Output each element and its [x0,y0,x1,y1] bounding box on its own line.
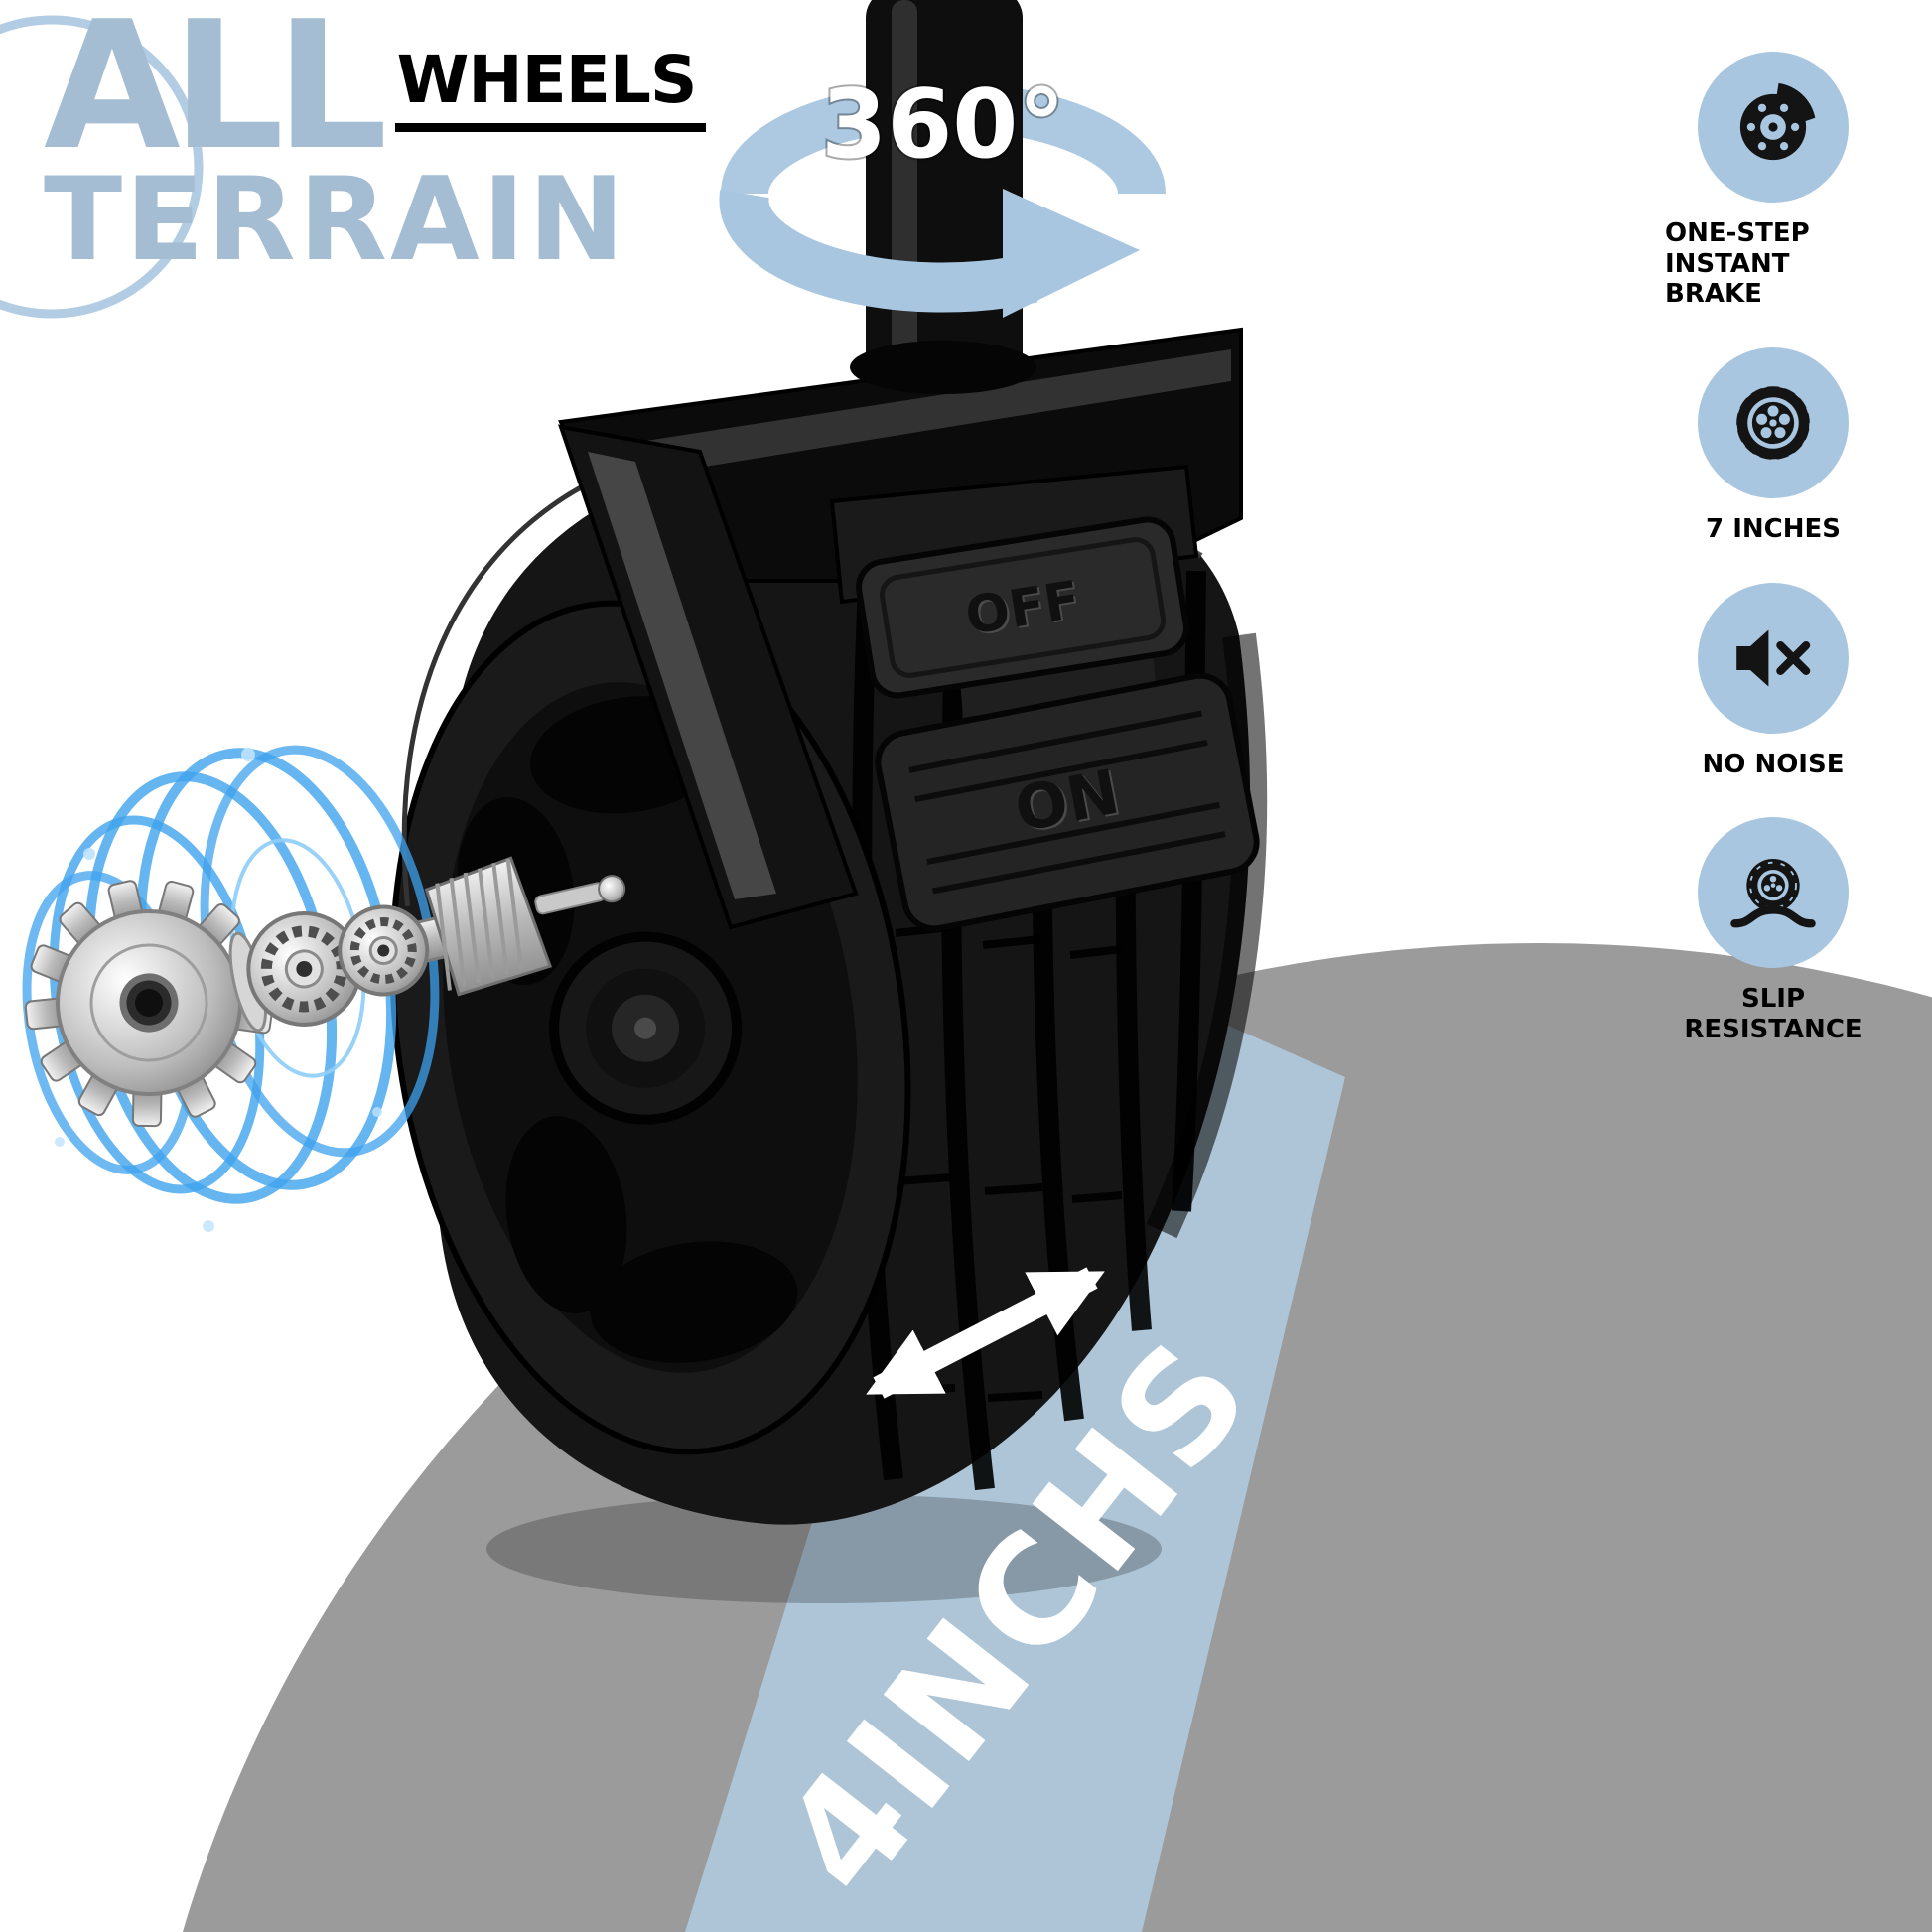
feature-noise: NO NOISE [1648,582,1898,780]
width-double-arrow [866,1267,1105,1399]
pedal-on-flap: ON ON [875,672,1260,932]
feature-label: 7 INCHES [1706,514,1841,545]
slip-resistance-icon [1730,859,1816,928]
gear-assembly [24,856,626,1128]
worm-gear [424,856,626,997]
tire-shadow [486,1494,1162,1603]
brake-disc-icon [1739,82,1816,161]
pedal-off-flap: OFF OFF [856,516,1189,699]
brand-title: ALL WHEELS TERRAIN [44,0,707,287]
feature-slip: SLIP RESISTANCE [1648,817,1898,1044]
logo-arc-decoration [0,15,204,319]
feature-badge [1698,582,1849,734]
feature-badge [1698,347,1849,499]
bearing-small [338,904,430,997]
feature-label: NO NOISE [1702,749,1845,779]
title-all: ALL [44,0,388,189]
feature-list: ONE-STEP INSTANT BRAKE 7 INCHES [1648,52,1898,1045]
title-wheels: WHEELS [394,48,707,132]
rotation-label: 360° [821,70,1065,180]
feature-badge [1698,52,1849,203]
feature-label: ONE-STEP INSTANT BRAKE [1665,218,1810,310]
no-noise-icon [1736,629,1811,687]
feature-size: 7 INCHES [1648,347,1898,545]
swivel-post: 360° [719,0,1166,394]
title-terrain: TERRAIN [44,152,628,287]
feature-label: SLIP RESISTANCE [1684,984,1863,1045]
rotation-arrowhead [1003,189,1140,318]
tire-size-icon [1733,383,1813,463]
feature-badge [1698,817,1849,969]
feature-brake: ONE-STEP INSTANT BRAKE [1648,52,1898,310]
brake-pedal: OFF OFF ON ON [829,464,1260,932]
sparkles [55,748,382,1232]
